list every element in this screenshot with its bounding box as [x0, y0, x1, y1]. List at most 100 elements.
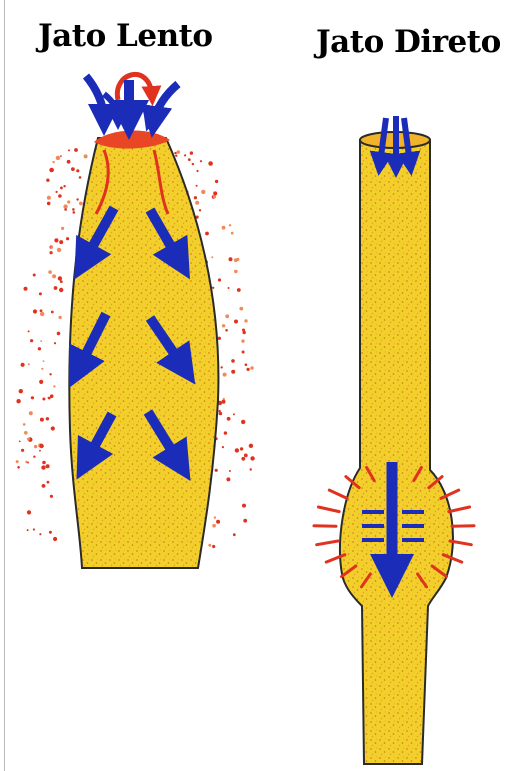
- red-particle: [41, 465, 45, 469]
- red-particle: [244, 454, 248, 458]
- red-particle: [23, 423, 26, 426]
- red-particle: [177, 150, 181, 154]
- red-particle: [29, 411, 33, 415]
- red-particle: [199, 209, 201, 211]
- red-particle: [67, 200, 70, 203]
- red-particle: [190, 151, 193, 154]
- red-particle: [52, 274, 56, 278]
- red-particle: [247, 368, 250, 371]
- red-particle: [223, 373, 227, 377]
- red-particle: [21, 363, 25, 367]
- red-particle: [174, 152, 176, 154]
- red-particle: [231, 370, 235, 374]
- red-particle: [47, 481, 50, 484]
- red-particle: [250, 456, 254, 460]
- red-particle: [219, 412, 223, 416]
- red-particle: [226, 477, 230, 481]
- red-particle: [40, 309, 43, 312]
- red-particle: [58, 194, 62, 198]
- red-particle: [56, 156, 60, 160]
- red-particle: [205, 232, 209, 236]
- red-particle: [225, 314, 229, 318]
- red-particle: [58, 316, 61, 319]
- slow-jet-group: [16, 74, 255, 568]
- heat-dash-icon: [329, 490, 347, 498]
- red-particle: [27, 529, 29, 531]
- red-particle: [60, 280, 63, 283]
- red-particle: [63, 204, 67, 208]
- red-particle: [208, 161, 213, 166]
- red-particle: [59, 288, 63, 292]
- direct-jet-body: [340, 140, 453, 764]
- red-particle: [24, 287, 28, 291]
- red-particle: [64, 208, 67, 211]
- red-particle: [212, 545, 215, 548]
- red-particle: [229, 257, 233, 261]
- red-particle: [214, 516, 216, 518]
- red-particle: [54, 238, 58, 242]
- red-particle: [76, 169, 79, 172]
- red-particle: [249, 444, 253, 448]
- red-particle: [50, 394, 54, 398]
- red-particle: [66, 237, 69, 240]
- red-particle: [51, 426, 55, 430]
- red-particle: [218, 278, 221, 281]
- red-particle: [30, 339, 33, 342]
- red-particle: [53, 537, 57, 541]
- red-particle: [222, 400, 226, 404]
- red-particle: [61, 227, 64, 230]
- red-particle: [227, 417, 231, 421]
- red-particle: [212, 524, 216, 528]
- red-particle: [42, 461, 46, 465]
- red-particle: [39, 450, 41, 452]
- red-particle: [38, 347, 41, 350]
- red-particle: [229, 470, 231, 472]
- red-particle: [21, 449, 24, 452]
- red-particle: [225, 329, 228, 332]
- red-particle: [17, 466, 20, 469]
- red-particle: [236, 258, 239, 261]
- red-particle: [196, 185, 198, 187]
- red-particle: [195, 201, 199, 205]
- red-particle: [46, 179, 49, 182]
- red-particle: [67, 160, 71, 164]
- red-particle: [213, 195, 216, 198]
- red-particle: [56, 191, 58, 193]
- red-particle: [241, 420, 245, 424]
- red-particle: [250, 366, 254, 370]
- red-particle: [47, 202, 51, 206]
- red-particle: [216, 520, 220, 524]
- red-particle: [16, 460, 19, 463]
- curved-arrow-icon: [117, 74, 152, 100]
- red-particle: [241, 457, 245, 461]
- red-particle: [192, 163, 194, 165]
- red-particle: [49, 373, 51, 375]
- red-particle: [49, 168, 54, 173]
- red-particle: [237, 288, 241, 292]
- red-particle: [231, 232, 234, 235]
- red-particle: [40, 312, 44, 316]
- red-particle: [231, 359, 235, 363]
- red-particle: [46, 464, 50, 468]
- red-particle: [244, 319, 247, 322]
- heat-dash-icon: [317, 541, 338, 545]
- red-particle: [84, 154, 88, 158]
- red-particle: [46, 417, 49, 420]
- red-particle: [229, 224, 231, 226]
- red-particle: [72, 208, 75, 211]
- red-particle: [60, 155, 62, 157]
- red-particle: [234, 320, 238, 324]
- red-particle: [53, 385, 55, 387]
- red-particle: [76, 198, 78, 200]
- red-particle: [68, 149, 70, 151]
- down-arrow-icon: [86, 76, 104, 120]
- red-particle: [221, 366, 223, 368]
- red-particle: [27, 510, 31, 514]
- red-particle: [57, 332, 61, 336]
- red-particle: [28, 363, 30, 365]
- red-particle: [43, 360, 45, 362]
- heat-dash-icon: [449, 507, 470, 512]
- red-particle: [19, 389, 23, 393]
- red-particle: [196, 170, 198, 172]
- red-particle: [233, 413, 235, 415]
